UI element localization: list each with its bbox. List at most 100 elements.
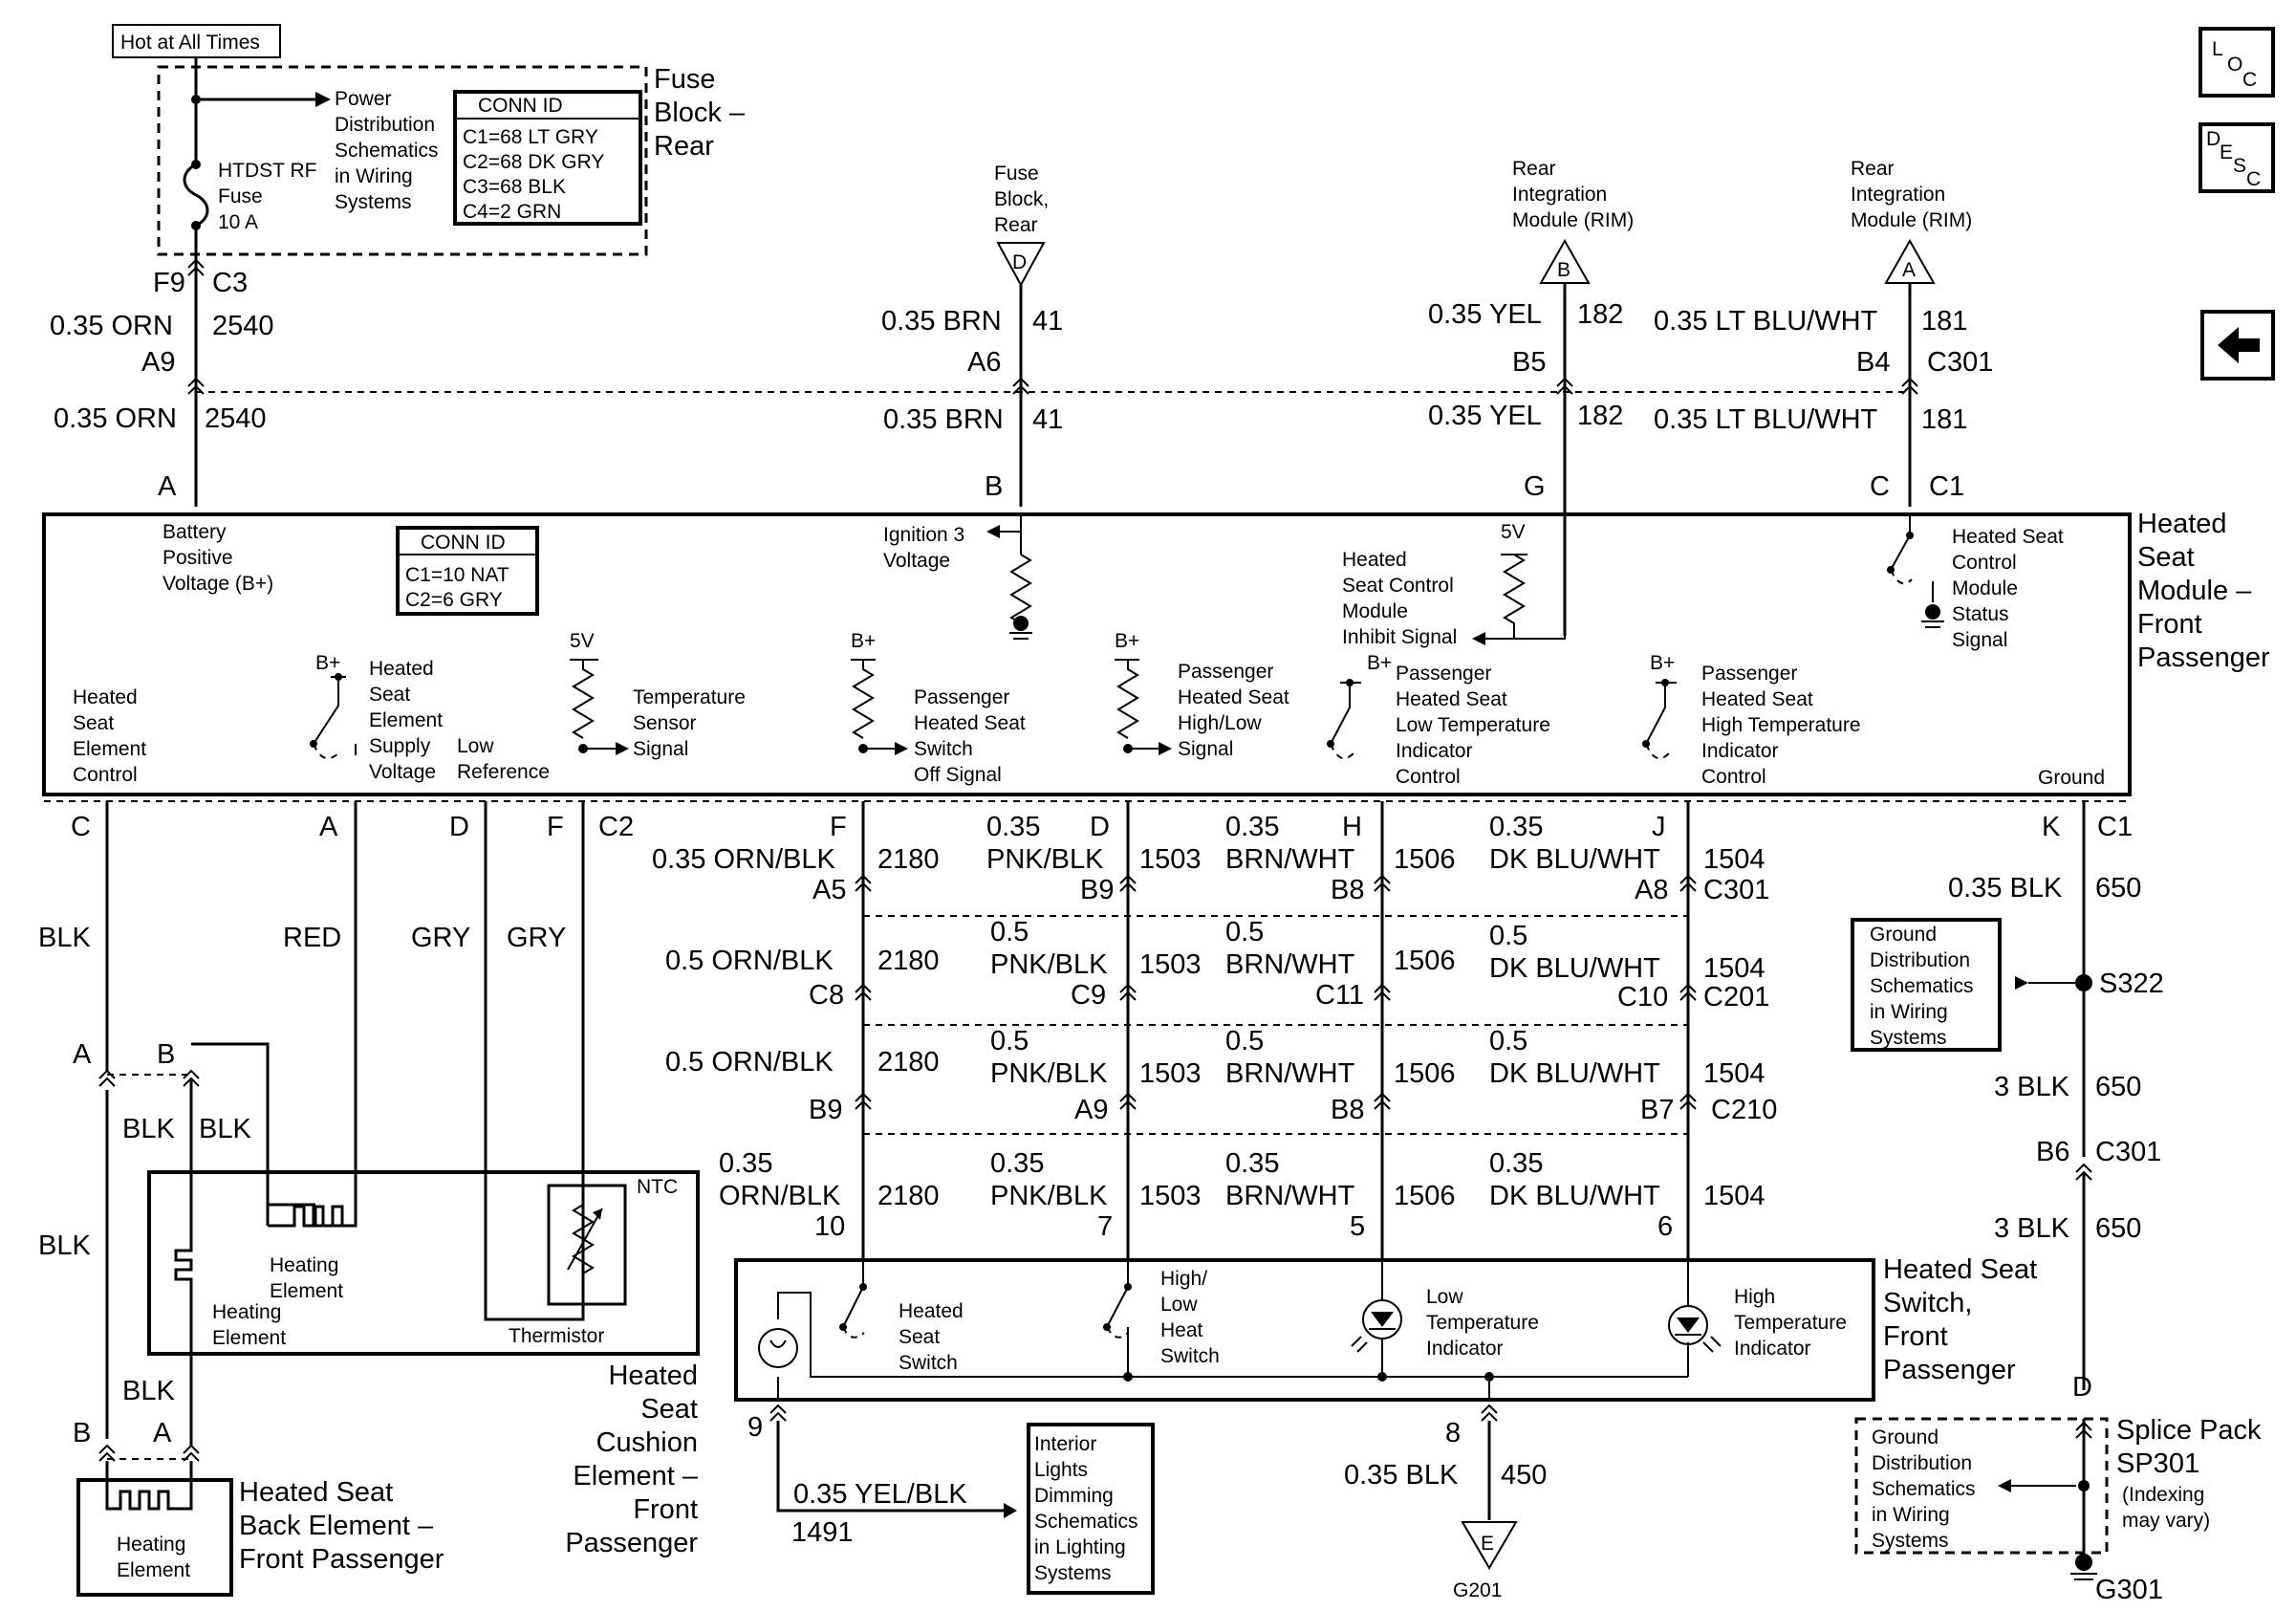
desc-button[interactable]: D E S C xyxy=(2199,122,2275,193)
wire-yel-label-2: 0.35 YEL xyxy=(1428,401,1542,431)
wire-brn-r3: BRN/WHT xyxy=(1225,1058,1355,1089)
pin-d-splice: D xyxy=(2072,1372,2092,1403)
inhibit-signal-label: Heated Seat Control Module Inhibit Signa… xyxy=(1342,549,1457,648)
wire-orn-blk-r1: 0.35 ORN/BLK xyxy=(652,844,835,875)
svg-text:Module (RIM): Module (RIM) xyxy=(1512,209,1634,231)
circuit-650-3: 650 xyxy=(2095,1213,2141,1244)
svg-text:Lights: Lights xyxy=(1034,1459,1088,1481)
module-pin-d-bottom: D xyxy=(449,812,469,842)
svg-text:Schematics: Schematics xyxy=(335,140,439,162)
svg-text:Fuse: Fuse xyxy=(218,185,263,207)
svg-text:Integration: Integration xyxy=(1851,184,1945,206)
circ-1504-r4: 1504 xyxy=(1703,1181,1765,1211)
hot-at-all-times-box: Hot at All Times xyxy=(112,24,281,58)
gauge-dkb-r2: 0.5 xyxy=(1489,921,1527,951)
svg-text:Front Passenger: Front Passenger xyxy=(239,1544,444,1575)
module-pin-a-bottom: A xyxy=(319,812,338,842)
svg-text:Heated: Heated xyxy=(1342,549,1407,571)
circ-1506-r2: 1506 xyxy=(1394,946,1456,976)
svg-text:Element: Element xyxy=(270,1280,343,1302)
wire-gry-1: GRY xyxy=(411,923,470,953)
pin-5: 5 xyxy=(1350,1211,1365,1242)
thermistor-box xyxy=(547,1184,627,1306)
svg-text:Heated: Heated xyxy=(608,1361,698,1391)
conn-c301-ground: C301 xyxy=(2095,1137,2161,1167)
svg-text:Heating: Heating xyxy=(270,1254,338,1276)
svg-text:C: C xyxy=(2246,168,2261,190)
wire-orn-label: 0.35 ORN xyxy=(50,311,173,341)
svg-text:Fuse: Fuse xyxy=(994,163,1039,185)
pin-c11: C11 xyxy=(1315,980,1364,1011)
svg-text:Element: Element xyxy=(73,738,146,760)
circ-1506-r3: 1506 xyxy=(1394,1058,1456,1089)
pin-10: 10 xyxy=(814,1211,845,1242)
pin-b4: B4 xyxy=(1856,347,1890,378)
svg-text:C: C xyxy=(2242,69,2257,91)
svg-text:Indicator: Indicator xyxy=(1426,1338,1504,1360)
low-temp-control-label: Passenger Heated Seat Low Temperature In… xyxy=(1396,663,1550,788)
svg-text:Systems: Systems xyxy=(335,191,412,213)
gauge-dkb-r4: 0.35 xyxy=(1489,1148,1543,1179)
label-bplus-hilo: B+ xyxy=(1115,630,1139,652)
wire-yel-label: 0.35 YEL xyxy=(1428,299,1542,330)
svg-text:may vary): may vary) xyxy=(2122,1510,2210,1532)
svg-text:C1=10 NAT: C1=10 NAT xyxy=(405,564,509,586)
wire-orn-blk-r2: 0.5 ORN/BLK xyxy=(665,946,834,976)
svg-text:E: E xyxy=(1481,1533,1494,1555)
module-pin-k: K xyxy=(2042,812,2061,842)
circ-1503-r4: 1503 xyxy=(1139,1181,1202,1211)
heating-element-icon-2 xyxy=(174,1243,193,1286)
circuit-450: 450 xyxy=(1501,1460,1547,1491)
svg-text:Heated Seat: Heated Seat xyxy=(1701,688,1813,710)
svg-text:Seat: Seat xyxy=(899,1326,940,1348)
svg-text:Control: Control xyxy=(1701,766,1766,788)
svg-text:C1=68 LT GRY: C1=68 LT GRY xyxy=(463,126,598,148)
svg-text:Reference: Reference xyxy=(457,761,550,783)
wire-brn-r1: BRN/WHT xyxy=(1225,844,1355,875)
svg-text:Control: Control xyxy=(1952,552,2017,574)
label-bplus-hightemp: B+ xyxy=(1650,652,1675,674)
svg-text:B: B xyxy=(1557,259,1570,281)
svg-text:Heated Seat: Heated Seat xyxy=(1883,1254,2037,1285)
wire-blk-a: BLK xyxy=(122,1114,175,1144)
svg-text:in Lighting: in Lighting xyxy=(1034,1536,1126,1558)
svg-text:Switch: Switch xyxy=(899,1352,958,1374)
thermistor-label: Thermistor xyxy=(509,1325,604,1347)
wire-blk-b: BLK xyxy=(199,1114,251,1144)
gauge-brn-r1: 0.35 xyxy=(1225,812,1279,842)
low-temp-indicator-label: Low Temperature Indicator xyxy=(1426,1286,1539,1360)
high-temp-control-label: Passenger Heated Seat High Temperature I… xyxy=(1701,663,1861,788)
left-arrow-icon xyxy=(2218,327,2260,363)
bulb-icon xyxy=(758,1328,798,1368)
circuit-41: 41 xyxy=(1032,306,1063,337)
svg-text:Positive: Positive xyxy=(162,547,233,569)
circ-1503-r2: 1503 xyxy=(1139,949,1202,980)
gauge-pnk-r4: 0.35 xyxy=(990,1148,1044,1179)
wire-blk-left: BLK xyxy=(38,923,91,953)
loc-button[interactable]: L O C xyxy=(2199,27,2275,98)
low-reference-label: Low Reference xyxy=(457,735,550,783)
heated-seat-module-title: Heated Seat Module – Front Passenger xyxy=(2137,509,2270,673)
gauge-dkb-r1: 0.35 xyxy=(1489,812,1543,842)
svg-text:Passenger: Passenger xyxy=(1396,663,1491,685)
ground-g301: G301 xyxy=(2070,1554,2163,1605)
circ-2180-r4: 2180 xyxy=(877,1181,940,1211)
svg-text:Seat: Seat xyxy=(640,1394,698,1425)
svg-text:Passenger: Passenger xyxy=(914,686,1009,708)
svg-text:Heated Seat: Heated Seat xyxy=(1396,688,1507,710)
gauge-dkb-r3: 0.5 xyxy=(1489,1026,1527,1056)
svg-text:Voltage (B+): Voltage (B+) xyxy=(162,573,273,595)
circuit-41-2: 41 xyxy=(1032,404,1063,435)
pin-b-cushion: B xyxy=(157,1039,175,1070)
back-button[interactable] xyxy=(2200,310,2275,381)
cushion-element-box xyxy=(147,1170,700,1356)
rim-a-ref: Rear Integration Module (RIM) A xyxy=(1851,158,1972,284)
pin-7: 7 xyxy=(1097,1211,1113,1242)
wire-dkb-r4: DK BLU/WHT xyxy=(1489,1181,1660,1211)
svg-text:Systems: Systems xyxy=(1870,1027,1947,1049)
wire-dkb-r3: DK BLU/WHT xyxy=(1489,1058,1660,1089)
wire-orn-blk-r4: ORN/BLK xyxy=(719,1181,841,1211)
circ-1504-r1: 1504 xyxy=(1703,844,1765,875)
svg-text:Schematics: Schematics xyxy=(1870,975,1974,997)
